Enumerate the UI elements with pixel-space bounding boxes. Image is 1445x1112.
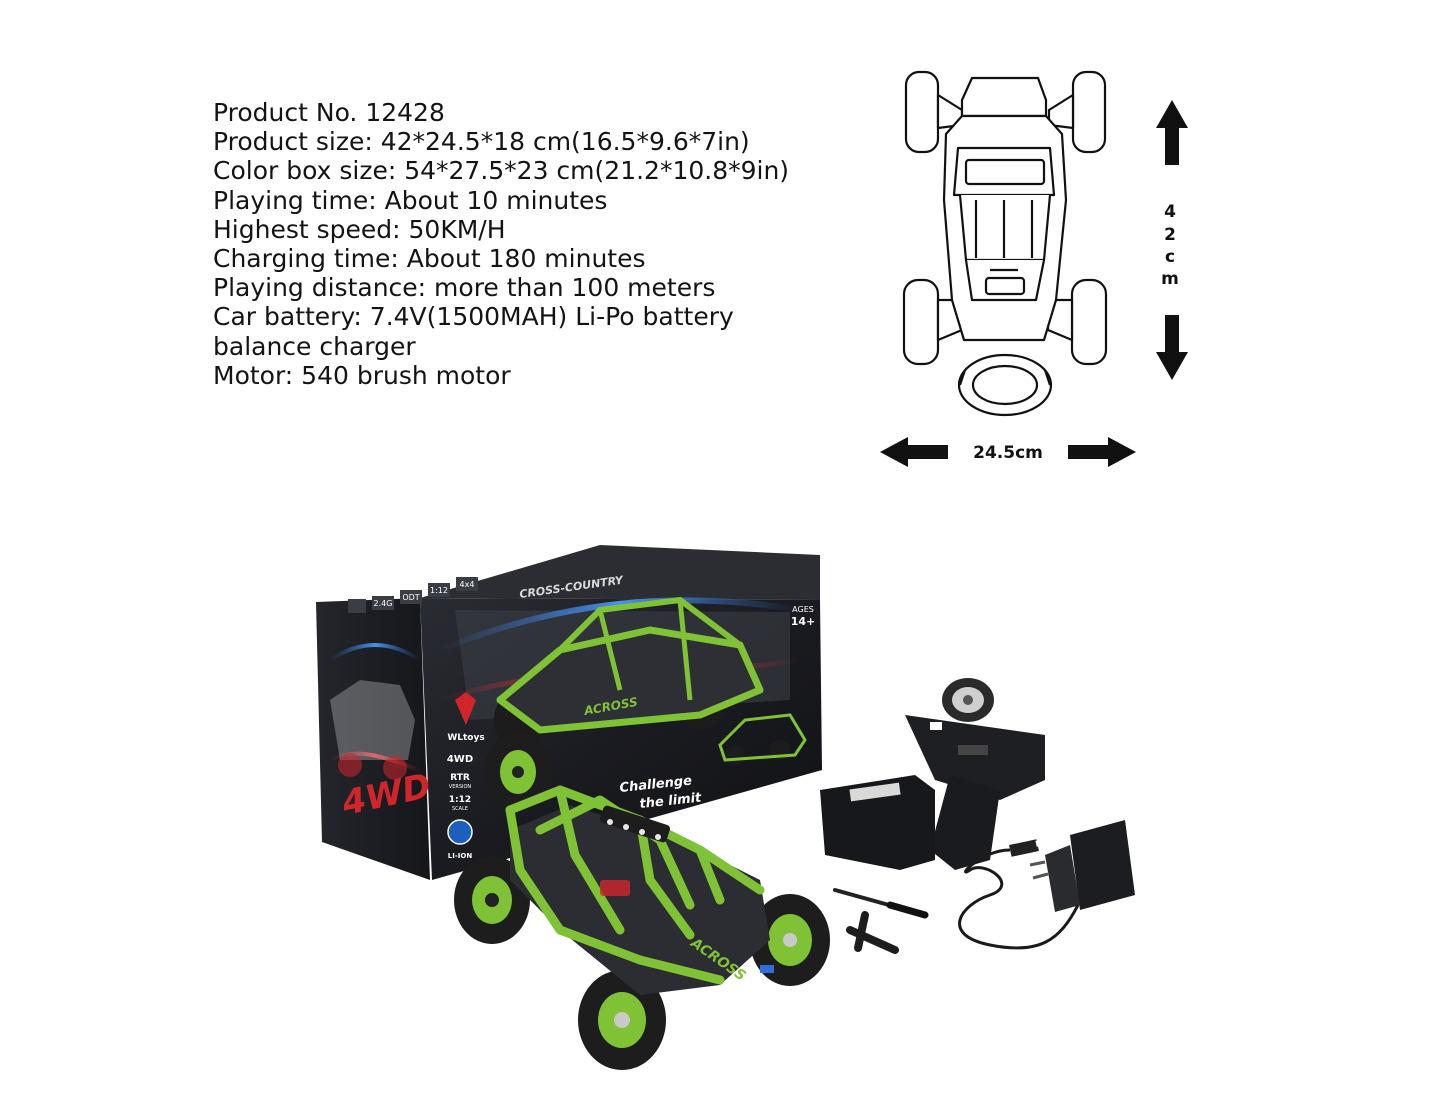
box-slogan: Challenge the limit <box>619 773 703 812</box>
length-label: 4 2 c m <box>1161 202 1179 289</box>
spec-playing-distance: Playing distance: more than 100 meters <box>213 273 716 303</box>
car-front-right-wheel <box>578 970 666 1070</box>
box-side-panel: WLtoys 4WD RTR VERSION 1:12 SCALE LI-ION <box>447 692 485 860</box>
length-char-3: c <box>1165 247 1175 267</box>
box-feature-badges: 2.4G ODT 1:12 4x4 <box>348 577 478 613</box>
box-rtr-sub: VERSION <box>449 784 472 790</box>
box-ages: AGES 14+ <box>791 605 816 628</box>
spec-motor: Motor: 540 brush motor <box>213 360 511 390</box>
arrow-down-icon <box>1156 315 1188 380</box>
wltoys-logo-icon <box>455 692 476 725</box>
spec-playing-time: Playing time: About 10 minutes <box>213 185 608 215</box>
length-char-1: 4 <box>1164 202 1176 222</box>
length-char-4: m <box>1161 269 1179 289</box>
spec-car-battery: Car battery: 7.4V(1500MAH) Li-Po battery <box>213 302 734 332</box>
arrow-left-icon <box>880 437 948 467</box>
box-ages-value: 14+ <box>791 615 816 628</box>
box-drive: 4WD <box>447 754 473 765</box>
car-light-bar <box>599 805 671 843</box>
car-rear-left-wheel <box>484 732 552 812</box>
rc-car: ACROSS <box>454 732 830 1070</box>
car-top-view-outline <box>902 70 1108 417</box>
spec-product-size: Product size: 42*24.5*18 cm(16.5*9.6*7in… <box>213 127 750 157</box>
badge-24g: 2.4G <box>374 599 393 608</box>
box-ages-label: AGES <box>792 605 814 614</box>
arrow-right-icon <box>1068 437 1136 467</box>
spec-charger: balance charger <box>213 331 416 361</box>
box-brand: WLtoys <box>447 733 484 743</box>
car-rear-right-wheel <box>750 894 830 986</box>
box-scale: 1:12 <box>449 795 471 805</box>
width-label: 24.5cm <box>973 443 1043 463</box>
tools <box>833 888 929 954</box>
badge-scale: 1:12 <box>430 586 448 595</box>
color-box: 2.4G ODT 1:12 4x4 CROSS-COUNTRY AGES 14+… <box>316 545 822 880</box>
slogan-line-2: the limit <box>639 791 703 812</box>
badge-4x4: 4x4 <box>460 580 475 589</box>
spec-product-no: Product No. 12428 <box>213 98 445 127</box>
spec-charging-time: Charging time: About 180 minutes <box>213 244 646 274</box>
product-package-illustration: 2.4G ODT 1:12 4x4 CROSS-COUNTRY AGES 14+… <box>316 545 1135 1070</box>
length-arrows <box>1156 100 1188 380</box>
dimension-diagram: 4 2 c m 24.5cm <box>880 70 1188 467</box>
width-arrows <box>880 437 1136 467</box>
wrench-icon <box>846 911 899 954</box>
remote-controller <box>820 678 1045 870</box>
battery-badge-icon <box>447 819 473 845</box>
spec-list: Product No. 12428 Product size: 42*24.5*… <box>213 98 853 390</box>
length-char-2: 2 <box>1164 225 1176 245</box>
arrow-up-icon <box>1156 100 1188 165</box>
box-scale-sub: SCALE <box>452 806 468 812</box>
box-battery: LI-ION <box>448 852 473 860</box>
charger <box>958 820 1135 950</box>
badge-odt: ODT <box>402 593 419 602</box>
box-front-car <box>718 713 807 765</box>
spec-highest-speed: Highest speed: 50KM/H <box>213 214 506 244</box>
spec-box-size: Color box size: 54*27.5*23 cm(21.2*10.8*… <box>213 156 790 186</box>
box-rtr: RTR <box>450 773 470 783</box>
